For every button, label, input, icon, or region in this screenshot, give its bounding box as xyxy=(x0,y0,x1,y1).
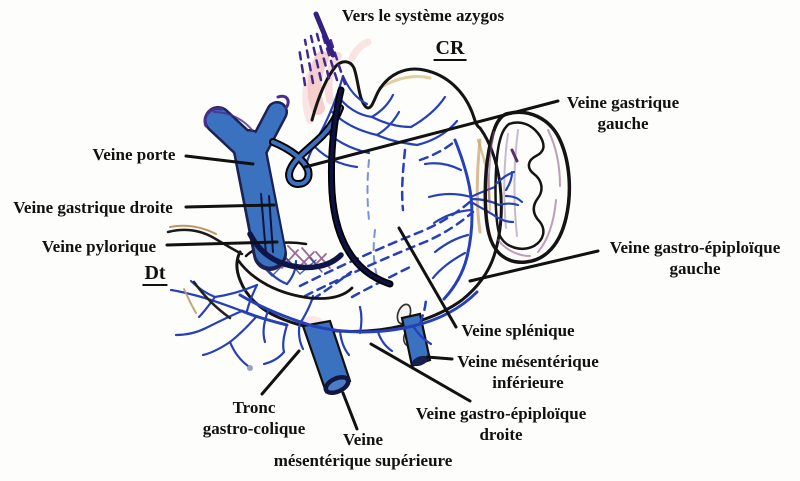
smv-open-end xyxy=(323,374,351,396)
pointer-veine-mesenterique-inferieure xyxy=(425,355,454,361)
label-veine-gastrique-gauche: Veine gastrique gauche xyxy=(566,93,680,133)
imv-end xyxy=(411,355,429,367)
orientation-cranial: CR xyxy=(433,37,467,61)
left-gastric-vein xyxy=(269,86,394,288)
pointer-veine-gastrique-gauche xyxy=(303,99,560,169)
label-pointers xyxy=(165,99,600,431)
label-veine-gastro-epiploique-gauche: Veine gastro-épiploïque gauche xyxy=(609,238,781,278)
label-azygos-flow: Vers le système azygos xyxy=(341,6,505,25)
pointer-veine-gastro-epiploique-gauche xyxy=(468,249,600,283)
label-veine-splenique: Veine splénique xyxy=(461,321,575,340)
pyloric-vein xyxy=(247,231,344,271)
splenic-hilum-veins xyxy=(493,170,524,224)
label-veine-mesenterique-inferieure: Veine mésentérique inférieure xyxy=(457,352,599,392)
azygos-flow-arrow xyxy=(297,11,347,87)
pointer-tronc-gastro-colique xyxy=(260,349,301,396)
label-veine-mesenterique-superieure: Veine mésentérique supérieure xyxy=(273,430,453,470)
pointer-veine-porte xyxy=(184,154,255,166)
orientation-right: Dt xyxy=(142,262,168,286)
portal-vein xyxy=(203,94,290,271)
mesenteric-veins xyxy=(301,303,432,396)
label-veine-porte: Veine porte xyxy=(92,145,176,164)
pointer-veine-gastrique-droite xyxy=(184,203,276,209)
pointer-veine-mesenterique-superieure xyxy=(341,391,359,431)
label-veine-gastro-epiploique-droite: Veine gastro-épiploïque droite xyxy=(415,404,587,444)
pointer-veine-gastro-epiploique-droite xyxy=(369,342,472,403)
pointer-veine-pylorique xyxy=(165,240,279,247)
label-veine-gastrique-droite: Veine gastrique droite xyxy=(13,198,173,217)
spleen xyxy=(483,110,572,264)
label-tronc-gastro-colique: Tronc gastro-colique xyxy=(202,398,306,438)
label-veine-pylorique: Veine pylorique xyxy=(41,237,157,256)
pointer-veine-splenique xyxy=(397,226,458,329)
